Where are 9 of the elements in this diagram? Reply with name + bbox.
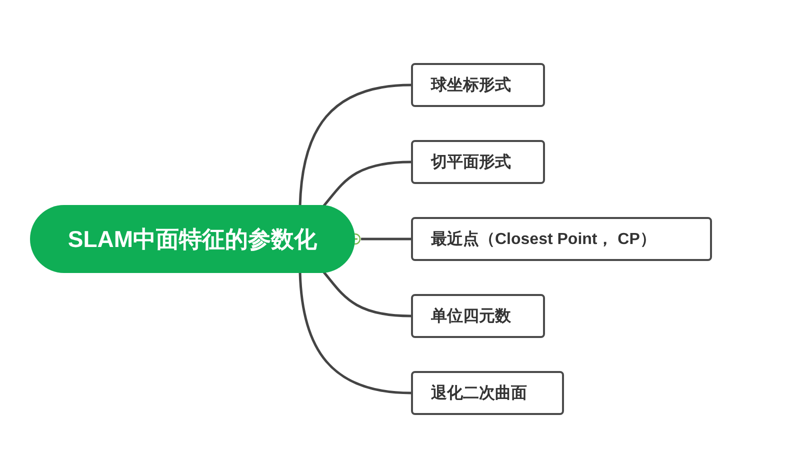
connector-curve bbox=[298, 84, 412, 206]
subtopic-box: 单位四元数 bbox=[411, 294, 545, 338]
central-topic-pill: SLAM中面特征的参数化 bbox=[30, 205, 355, 273]
subtopic-box: 球坐标形式 bbox=[411, 63, 545, 107]
subtopic-box: 最近点（Closest Point， CP） bbox=[411, 217, 712, 261]
connector-curve bbox=[298, 272, 412, 394]
subtopic-box: 退化二次曲面 bbox=[411, 371, 564, 415]
connector-curve bbox=[361, 238, 411, 240]
subtopic-box: 切平面形式 bbox=[411, 140, 545, 184]
